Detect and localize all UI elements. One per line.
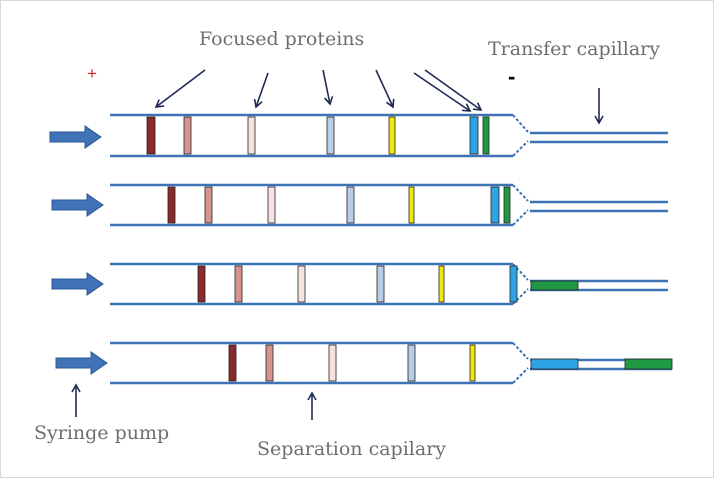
pump-arrow <box>49 125 102 149</box>
stage-4 <box>55 341 673 385</box>
protein-band <box>469 344 476 382</box>
transferred-band <box>530 358 579 370</box>
protein-band <box>376 265 385 303</box>
protein-band <box>183 116 192 155</box>
protein-band <box>247 116 256 155</box>
protein-band <box>297 265 306 303</box>
protein-band <box>469 116 479 155</box>
protein-band <box>167 186 176 224</box>
protein-band <box>503 186 511 224</box>
protein-band <box>388 116 396 155</box>
protein-band <box>146 116 156 155</box>
cathode-minus-sign: - <box>508 64 516 89</box>
protein-band <box>328 344 337 382</box>
transfer-capillary-label: Transfer capillary <box>488 38 660 60</box>
protein-band <box>197 265 206 303</box>
protein-band <box>204 186 213 224</box>
syringe-pump-label: Syringe pump <box>34 422 170 444</box>
pump-arrow <box>55 351 108 375</box>
transferred-band <box>530 280 579 291</box>
protein-band <box>346 186 355 224</box>
protein-band <box>509 265 518 303</box>
stage-3 <box>51 262 668 306</box>
protein-band <box>408 186 415 224</box>
transferred-band <box>624 358 673 370</box>
protein-band <box>326 116 335 155</box>
protein-band <box>490 186 500 224</box>
separation-capillary-label: Separation capilary <box>257 438 447 460</box>
focused-proteins-arrows <box>154 69 483 112</box>
pump-arrow <box>51 272 104 296</box>
protein-band <box>265 344 274 382</box>
protein-band <box>228 344 237 382</box>
protein-band <box>438 265 445 303</box>
anode-plus-sign: + <box>87 64 97 83</box>
protein-band <box>482 116 490 155</box>
protein-band <box>234 265 243 303</box>
stage-1 <box>49 113 668 158</box>
pump-arrow <box>51 193 104 217</box>
protein-band <box>267 186 276 224</box>
stage-2 <box>51 183 668 227</box>
focused-proteins-label: Focused proteins <box>199 28 365 50</box>
protein-band <box>407 344 416 382</box>
